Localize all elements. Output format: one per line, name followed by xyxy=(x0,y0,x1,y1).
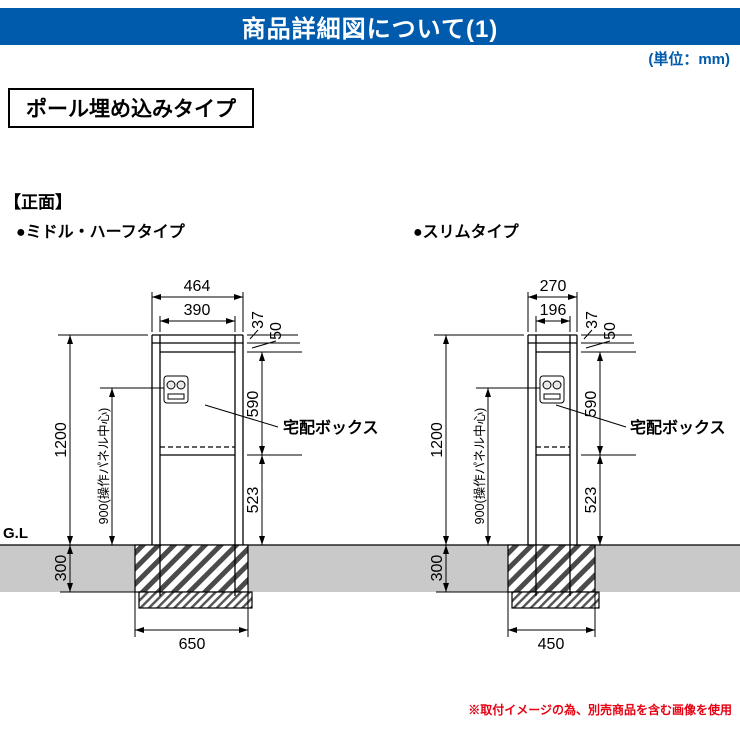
dim-right-embed-depth: 300 xyxy=(429,555,446,582)
dim-right-panel-center: 900(操作パネル中心) xyxy=(472,408,487,525)
diagram-title-middle-half: ●ミドル・ハーフタイプ xyxy=(16,224,185,241)
diagram-title-slim: ●スリムタイプ xyxy=(413,224,519,241)
dim-right-inner-width: 196 xyxy=(540,302,567,319)
page-title: 商品詳細図について(1) xyxy=(241,16,499,43)
right-dimension-lines xyxy=(434,292,636,637)
dim-left-top-trim: 37 xyxy=(250,311,267,329)
ground-section xyxy=(0,544,740,592)
dim-left-cap-height: 50 xyxy=(268,322,285,340)
right-box-label: 宅配ボックス xyxy=(630,418,726,437)
dim-left-total-height: 1200 xyxy=(53,422,70,458)
type-label: ポール埋め込みタイプ xyxy=(8,88,254,128)
dim-left-box-height: 590 xyxy=(245,391,262,418)
left-unit-outline xyxy=(151,334,244,596)
dim-left-outer-width: 464 xyxy=(184,278,211,295)
dim-right-top-trim: 37 xyxy=(584,311,601,329)
dim-left-foundation-width: 650 xyxy=(179,636,206,653)
left-dimension-lines xyxy=(58,292,302,637)
unit-label: (単位：mm) xyxy=(648,51,730,68)
dim-left-lower-height: 523 xyxy=(245,487,262,514)
footnote: ※取付イメージの為、別売商品を含む画像を使用 xyxy=(468,703,732,717)
left-foundation xyxy=(134,544,253,609)
left-box-label: 宅配ボックス xyxy=(283,418,379,437)
right-foundation xyxy=(507,544,600,609)
dim-left-embed-depth: 300 xyxy=(53,555,70,582)
dim-right-box-height: 590 xyxy=(583,391,600,418)
right-unit-outline xyxy=(527,334,578,596)
dim-left-panel-center: 900(操作パネル中心) xyxy=(96,408,111,525)
title-bar: 商品詳細図について(1) xyxy=(0,8,740,45)
dim-right-cap-height: 50 xyxy=(602,322,619,340)
dim-right-foundation-width: 450 xyxy=(538,636,565,653)
dim-left-inner-width: 390 xyxy=(184,302,211,319)
ground-level-label: G.L xyxy=(3,525,28,542)
dim-right-lower-height: 523 xyxy=(583,487,600,514)
view-label: 【正面】 xyxy=(4,193,72,212)
dim-right-total-height: 1200 xyxy=(429,422,446,458)
dim-right-outer-width: 270 xyxy=(540,278,567,295)
